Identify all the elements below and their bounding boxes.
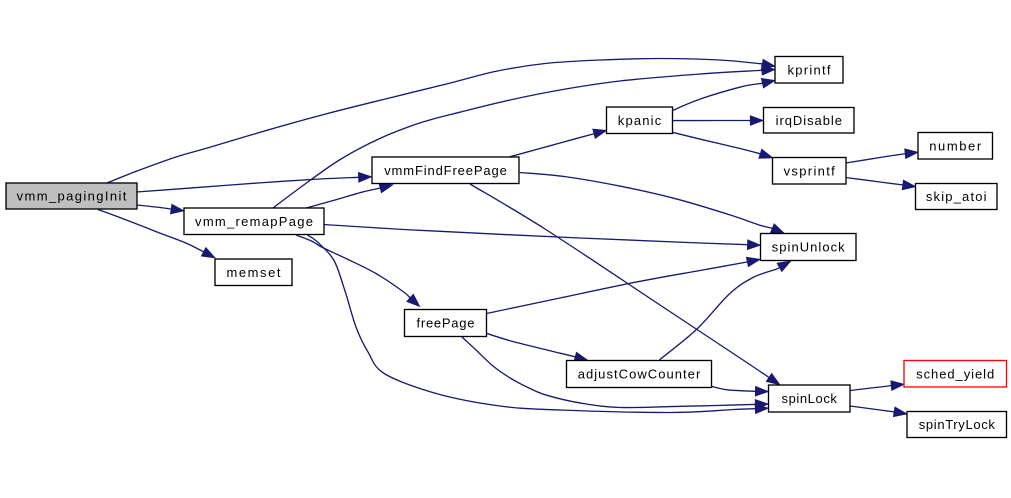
svg-text:spinUnlock: spinUnlock xyxy=(772,240,845,255)
svg-text:kprintf: kprintf xyxy=(788,62,831,77)
svg-text:irqDisable: irqDisable xyxy=(776,113,842,128)
svg-text:freePage: freePage xyxy=(417,316,475,331)
svg-text:sched_yield: sched_yield xyxy=(916,366,994,381)
svg-text:vsprintf: vsprintf xyxy=(784,163,836,178)
svg-text:number: number xyxy=(929,138,982,153)
svg-text:spinLock: spinLock xyxy=(782,391,838,406)
svg-text:skip_atoi: skip_atoi xyxy=(926,189,987,204)
svg-text:vmm_remapPage: vmm_remapPage xyxy=(195,214,313,229)
svg-text:vmm_pagingInit: vmm_pagingInit xyxy=(17,189,127,204)
svg-text:memset: memset xyxy=(227,265,281,280)
svg-text:spinTryLock: spinTryLock xyxy=(919,417,996,432)
svg-text:adjustCowCounter: adjustCowCounter xyxy=(578,367,701,382)
svg-text:kpanic: kpanic xyxy=(618,113,662,128)
svg-text:vmmFindFreePage: vmmFindFreePage xyxy=(384,163,507,178)
